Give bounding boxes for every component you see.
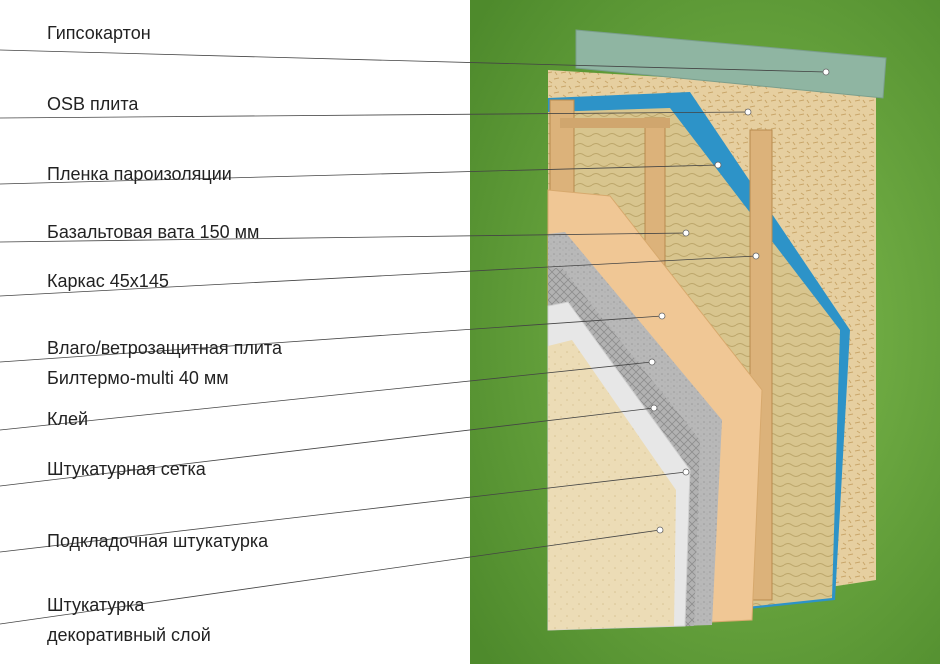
leader-line-glue	[0, 361, 653, 431]
leader-marker-osb	[744, 108, 752, 116]
label-board-line2: Билтермо-multi 40 мм	[47, 368, 229, 388]
label-wool: Базальтовая вата 150 мм	[47, 222, 260, 242]
decorative-plaster	[548, 340, 676, 630]
leader-line-vapor	[0, 164, 719, 185]
leader-marker-vapor	[714, 161, 722, 169]
leader-marker-frame	[752, 252, 760, 260]
leader-line-wool	[0, 232, 687, 243]
leader-line-base	[0, 471, 687, 553]
label-base: Подкладочная штукатурка	[47, 531, 269, 551]
label-deco-line1: Штукатурка	[47, 595, 145, 615]
leader-marker-glue	[648, 358, 656, 366]
label-vapor: Пленка пароизоляции	[47, 164, 232, 184]
leader-marker-wool	[682, 229, 690, 237]
label-board-line1: Влаго/ветрозащитная плита	[47, 338, 282, 358]
leader-line-mesh	[0, 407, 655, 487]
leader-line-gypsum	[0, 49, 827, 73]
leader-marker-board	[658, 312, 666, 320]
leader-lines	[0, 49, 830, 625]
leader-line-board	[0, 315, 663, 363]
leader-marker-base	[682, 468, 690, 476]
gypsum-board	[575, 29, 887, 99]
label-gypsum: Гипсокартон	[47, 23, 151, 43]
leader-line-frame	[0, 255, 757, 297]
leader-line-osb	[0, 111, 749, 119]
frame-top-rail	[560, 118, 670, 128]
label-deco-line2: декоративный слой	[47, 625, 211, 645]
leader-line-deco	[0, 529, 661, 625]
label-mesh: Штукатурная сетка	[47, 459, 206, 479]
label-glue: Клей	[47, 409, 89, 429]
leader-marker-mesh	[650, 404, 658, 412]
label-osb: OSB плита	[47, 94, 139, 114]
leader-marker-deco	[656, 526, 664, 534]
label-frame: Каркас 45х145	[47, 271, 169, 291]
leader-marker-gypsum	[822, 68, 830, 76]
